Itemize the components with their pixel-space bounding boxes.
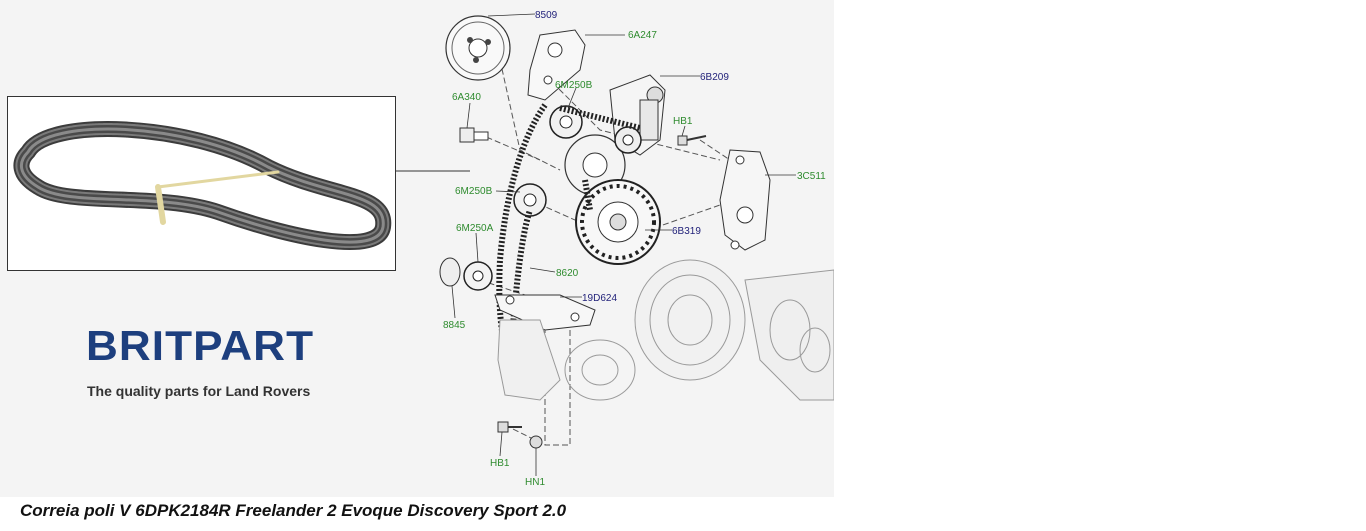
part-label-3C511: 3C511 [797, 171, 826, 182]
exploded-parts-diagram: 8509 6A247 6B209 6M250B 6A340 HB1 3C511 … [395, 10, 834, 488]
leader-line [681, 125, 686, 137]
bracket-6A247 [527, 29, 586, 101]
part-label-6B209: 6B209 [700, 72, 729, 83]
assembly-line [539, 69, 721, 161]
alternator [634, 259, 746, 381]
leader-line [499, 431, 503, 457]
assembly-line [499, 59, 561, 171]
idler-pulley-6M250B-mid [513, 183, 547, 217]
belt-photo-box [7, 96, 396, 271]
britpart-logo: BRITPART [86, 322, 315, 369]
crankshaft [744, 269, 834, 401]
bracket-3C511 [719, 149, 771, 251]
leader-line [451, 285, 456, 319]
idler-pulley-6M250B-top [549, 105, 583, 139]
part-label-6M250A: 6M250A [456, 223, 494, 234]
part-label-8620: 8620 [556, 268, 579, 279]
leader-line [495, 190, 521, 193]
part-label-6M250B-top: 6M250B [555, 80, 593, 91]
poly-v-belt-photo [13, 121, 392, 250]
part-label-19D624: 19D624 [582, 293, 617, 304]
part-label-8845: 8845 [443, 320, 466, 331]
part-label-6B319: 6B319 [672, 226, 701, 237]
nut-HN1 [529, 435, 543, 449]
part-label-6A247: 6A247 [628, 30, 657, 41]
assembly-line [699, 139, 731, 161]
brand-tagline: The quality parts for Land Rovers [87, 383, 311, 399]
product-image-panel: 8509 6A247 6B209 6M250B 6A340 HB1 3C511 … [0, 0, 834, 497]
part-label-HB1-top: HB1 [673, 116, 693, 127]
bolt-6A340 [459, 127, 489, 143]
part-label-6M250B-mid: 6M250B [455, 186, 493, 197]
ac-compressor [497, 319, 636, 401]
pulley-8509 [445, 15, 511, 81]
leader-line [487, 13, 536, 17]
poly-v-belt-8620 [496, 103, 641, 371]
part-label-6A340: 6A340 [452, 92, 481, 103]
part-label-HN1: HN1 [525, 477, 545, 488]
pulley-cover-8845 [439, 257, 461, 287]
leader-line [567, 87, 577, 109]
bolt-HB1-bottom [497, 421, 522, 433]
assembly-line [529, 199, 721, 241]
idler-pulley-small [614, 126, 642, 154]
leader-line [529, 267, 556, 273]
leader-line [475, 232, 479, 263]
bolt-HB1-top [677, 135, 707, 146]
crank-pulley-6B319 [575, 179, 661, 265]
part-label-HB1-bottom: HB1 [490, 458, 510, 469]
leader-line [466, 102, 471, 129]
bracket-19D624 [494, 294, 596, 331]
tensioner-6B209 [609, 74, 666, 156]
idler-pulley-6M250A [463, 261, 493, 291]
part-label-8509: 8509 [535, 10, 558, 21]
product-caption: Correia poli V 6DPK2184R Freelander 2 Ev… [20, 501, 567, 520]
